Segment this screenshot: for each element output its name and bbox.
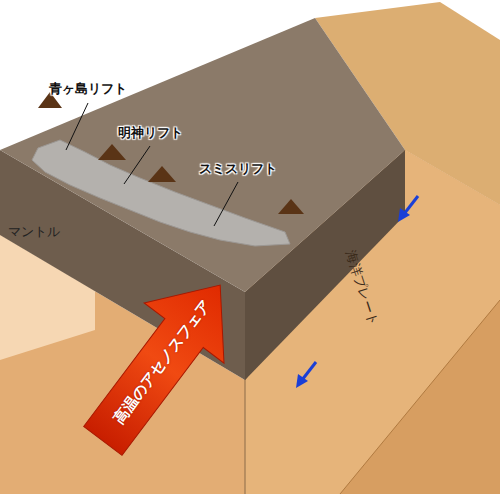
rift-label: 青ヶ島リフト xyxy=(49,82,127,96)
leader-line xyxy=(66,103,88,150)
rift-zone xyxy=(32,140,290,246)
volcano xyxy=(148,166,176,182)
volcano xyxy=(278,199,304,214)
leader-line xyxy=(214,182,238,226)
leader-line xyxy=(124,146,150,184)
motion-arrow xyxy=(296,196,418,388)
crust-top xyxy=(0,18,405,292)
upwelling-arrow xyxy=(63,255,260,471)
volcano xyxy=(98,144,126,160)
region-label: マントル xyxy=(8,225,60,239)
rift-label: 明神リフト xyxy=(118,126,183,140)
rift-label: スミスリフト xyxy=(199,162,277,176)
